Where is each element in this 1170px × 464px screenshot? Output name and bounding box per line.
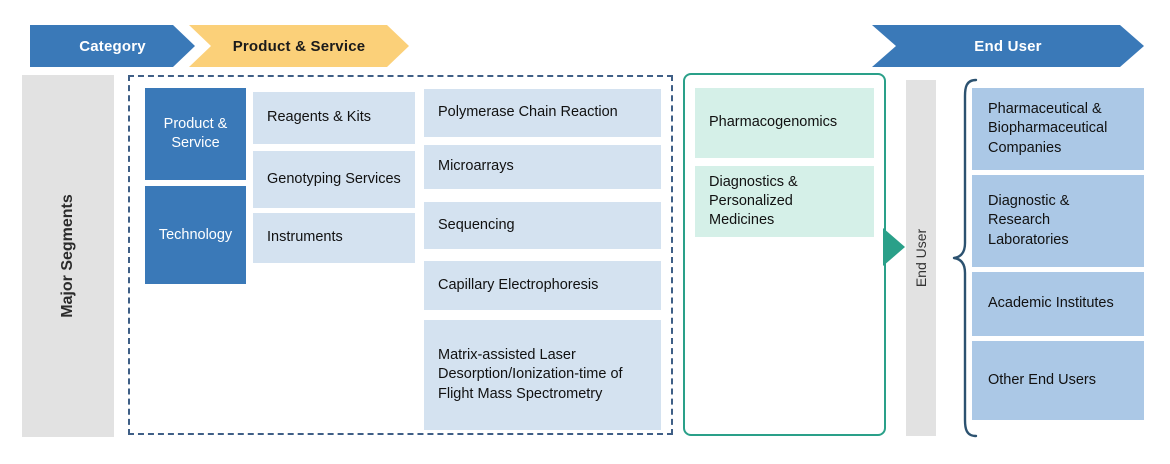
- major-segments-axis: Major Segments: [22, 75, 114, 437]
- header-chevron-product-service: Product & Service: [189, 25, 409, 67]
- category-box-technology: Technology: [145, 186, 246, 284]
- category-box-technology-label: Technology: [158, 226, 233, 243]
- segment-item-label: Genotyping Services: [267, 170, 401, 187]
- end-user-item-other-end-users: Other End Users: [972, 341, 1144, 420]
- end-user-item-label: Academic Institutes: [988, 295, 1114, 312]
- segment-item-maldi-tof-mass-spectrometry: Matrix-assisted Laser Desorption/Ionizat…: [424, 320, 661, 430]
- segment-item-label: Matrix-assisted Laser Desorption/Ionizat…: [438, 347, 623, 402]
- category-box-product-service-label: Product & Service: [163, 116, 228, 151]
- header-chevron-end-user: End User: [872, 25, 1144, 67]
- category-box-product-service: Product & Service: [145, 88, 246, 180]
- segment-item-instruments: Instruments: [253, 213, 415, 263]
- end-user-axis-label: End User: [913, 228, 930, 288]
- major-segments-axis-label: Major Segments: [59, 194, 76, 318]
- header-chevron-category: Category: [30, 25, 195, 67]
- segment-item-reagents-kits: Reagents & Kits: [253, 92, 415, 144]
- end-user-item-label: Diagnostic & Research Laboratories: [988, 193, 1070, 248]
- end-user-item-pharmaceutical-biopharmaceutical-companies: Pharmaceutical & Biopharmaceutical Compa…: [972, 88, 1144, 170]
- application-item-diagnostics-personalized-medicines: Diagnostics & Personalized Medicines: [695, 166, 874, 237]
- segment-item-label: Polymerase Chain Reaction: [438, 104, 618, 121]
- segment-item-polymerase-chain-reaction: Polymerase Chain Reaction: [424, 89, 661, 137]
- end-user-item-diagnostic-research-laboratories: Diagnostic & Research Laboratories: [972, 175, 1144, 267]
- segment-item-genotyping-services: Genotyping Services: [253, 151, 415, 208]
- segment-item-microarrays: Microarrays: [424, 145, 661, 189]
- segments-dashed-group: [128, 75, 673, 435]
- end-user-axis: End User: [906, 80, 936, 436]
- application-item-pharmacogenomics: Pharmacogenomics: [695, 88, 874, 158]
- flow-arrow-right-icon: [883, 228, 905, 266]
- application-item-label: Diagnostics & Personalized Medicines: [709, 173, 798, 229]
- end-user-item-academic-institutes: Academic Institutes: [972, 272, 1144, 336]
- application-item-label: Pharmacogenomics: [709, 114, 838, 131]
- segment-item-label: Capillary Electrophoresis: [438, 276, 599, 293]
- end-user-item-label: Pharmaceutical & Biopharmaceutical Compa…: [988, 101, 1108, 156]
- segment-item-capillary-electrophoresis: Capillary Electrophoresis: [424, 261, 661, 310]
- curly-brace-icon: [952, 78, 978, 438]
- segment-item-label: Instruments: [267, 229, 343, 246]
- segment-item-sequencing: Sequencing: [424, 202, 661, 249]
- segment-item-label: Reagents & Kits: [267, 109, 371, 126]
- segment-item-label: Microarrays: [438, 158, 514, 175]
- end-user-item-label: Other End Users: [988, 371, 1096, 388]
- segment-item-label: Sequencing: [438, 216, 515, 233]
- header-chevron-product-service-label: Product & Service: [232, 37, 366, 55]
- header-chevron-end-user-label: End User: [974, 37, 1042, 55]
- header-chevron-category-label: Category: [79, 37, 146, 55]
